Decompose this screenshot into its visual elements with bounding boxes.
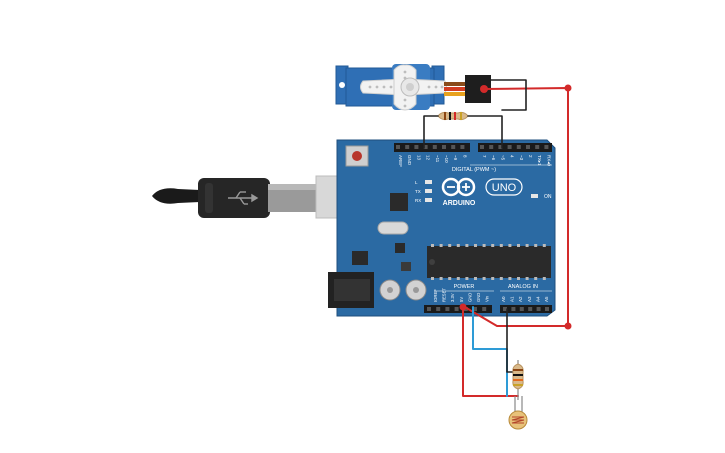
crystal-oscillator — [377, 221, 409, 235]
digital-pin-label: ~11 — [435, 155, 440, 163]
digital-header-left[interactable] — [394, 143, 470, 152]
analog-header[interactable] — [500, 305, 552, 313]
digital-label: DIGITAL (PWM ~) — [452, 167, 496, 173]
digital-pin-label: 13 — [416, 155, 421, 161]
small-component — [401, 262, 411, 271]
wire-black-digital[interactable] — [467, 115, 503, 149]
on-label: ON — [544, 194, 552, 200]
wire-blue-signal[interactable] — [472, 306, 508, 397]
led-label: RX — [415, 198, 421, 203]
digital-pin-label: ~10 — [444, 155, 449, 163]
status-led — [425, 189, 432, 193]
digital-header-right[interactable] — [478, 143, 552, 152]
voltage-regulator — [352, 251, 368, 265]
reset-button-cap[interactable] — [352, 151, 362, 161]
wire-red-photoresistor[interactable] — [462, 306, 519, 397]
analog-pin-label: A1 — [510, 296, 515, 302]
resistor-2[interactable] — [512, 360, 524, 400]
power-led — [531, 194, 538, 198]
digital-pin-label: ~6 — [491, 155, 496, 161]
power-pin-label: IOREF — [433, 289, 438, 302]
analog-pin-label: A3 — [527, 296, 532, 302]
usb-controller-chip — [390, 193, 408, 211]
digital-pin-label: ~3 — [519, 155, 524, 161]
status-leds: L TX RX — [415, 180, 432, 203]
digital-pin-label: GND — [407, 155, 412, 166]
usb-plug-grip — [205, 183, 213, 213]
arduino-logo — [441, 177, 476, 197]
wire-black-resistor[interactable] — [423, 115, 439, 149]
usb-symbol-icon — [228, 191, 259, 205]
analog-pin-label: A5 — [544, 296, 549, 302]
power-pin-label: 5V — [459, 297, 464, 302]
power-pin-label: GND — [476, 293, 481, 302]
photoresistor[interactable] — [508, 396, 528, 430]
atmega-chip — [427, 246, 551, 278]
led-label: L — [415, 180, 418, 185]
analog-pin-label: A2 — [518, 296, 523, 302]
status-led — [425, 198, 432, 202]
digital-pin-label: 4 — [510, 155, 515, 158]
wire-junction — [564, 322, 572, 330]
status-led — [425, 180, 432, 184]
usb-cable-end — [152, 188, 200, 204]
digital-pin-label: 7 — [482, 155, 487, 158]
wires[interactable] — [423, 79, 572, 397]
model-label: UNO — [492, 182, 517, 194]
analog-pin-label: A0 — [501, 296, 506, 302]
analog-label: ANALOG IN — [508, 284, 538, 290]
digital-pin-label: 12 — [426, 155, 431, 161]
wire-black-analog[interactable] — [506, 308, 519, 373]
power-pin-label: Vin — [485, 295, 490, 302]
digital-pin-label: 2 — [528, 155, 533, 158]
digital-pin-label: 8 — [462, 155, 467, 158]
micro-servo[interactable] — [335, 64, 447, 111]
analog-pin-label: A4 — [535, 296, 540, 302]
arduino-uno-board[interactable]: DIGITAL (PWM ~) AREF GND 13 12 ~11 ~10 ~9 8 7 ~6 ~… — [328, 139, 556, 317]
led-label: TX — [415, 189, 421, 194]
resistor-1[interactable] — [437, 111, 469, 121]
digital-pin-label: ~9 — [453, 155, 458, 161]
model-badge — [485, 178, 523, 196]
power-pin-label: RESET — [442, 288, 447, 302]
small-chip — [395, 243, 405, 253]
wire-black-servo[interactable] — [490, 79, 527, 111]
power-pin-label: 3.3V — [450, 293, 455, 302]
digital-pin-labels: AREF GND 13 12 ~11 ~10 ~9 8 7 ~6 ~5 4 ~3 2 TX▸1 RX◂0 — [398, 155, 551, 167]
wire-junction — [564, 84, 572, 92]
digital-pin-label: ~5 — [500, 155, 505, 161]
power-label: POWER — [454, 284, 475, 290]
brand-label: ARDUINO — [443, 200, 476, 207]
servo-connector[interactable] — [444, 75, 491, 103]
digital-pin-label: TX▸1 — [537, 155, 542, 166]
digital-pin-label: RX◂0 — [546, 155, 551, 167]
chip-pins — [431, 244, 546, 280]
digital-header-holes — [396, 145, 549, 149]
wire-junction — [459, 303, 467, 311]
digital-pin-label: AREF — [398, 155, 403, 167]
power-pin-label: GND — [467, 293, 472, 302]
